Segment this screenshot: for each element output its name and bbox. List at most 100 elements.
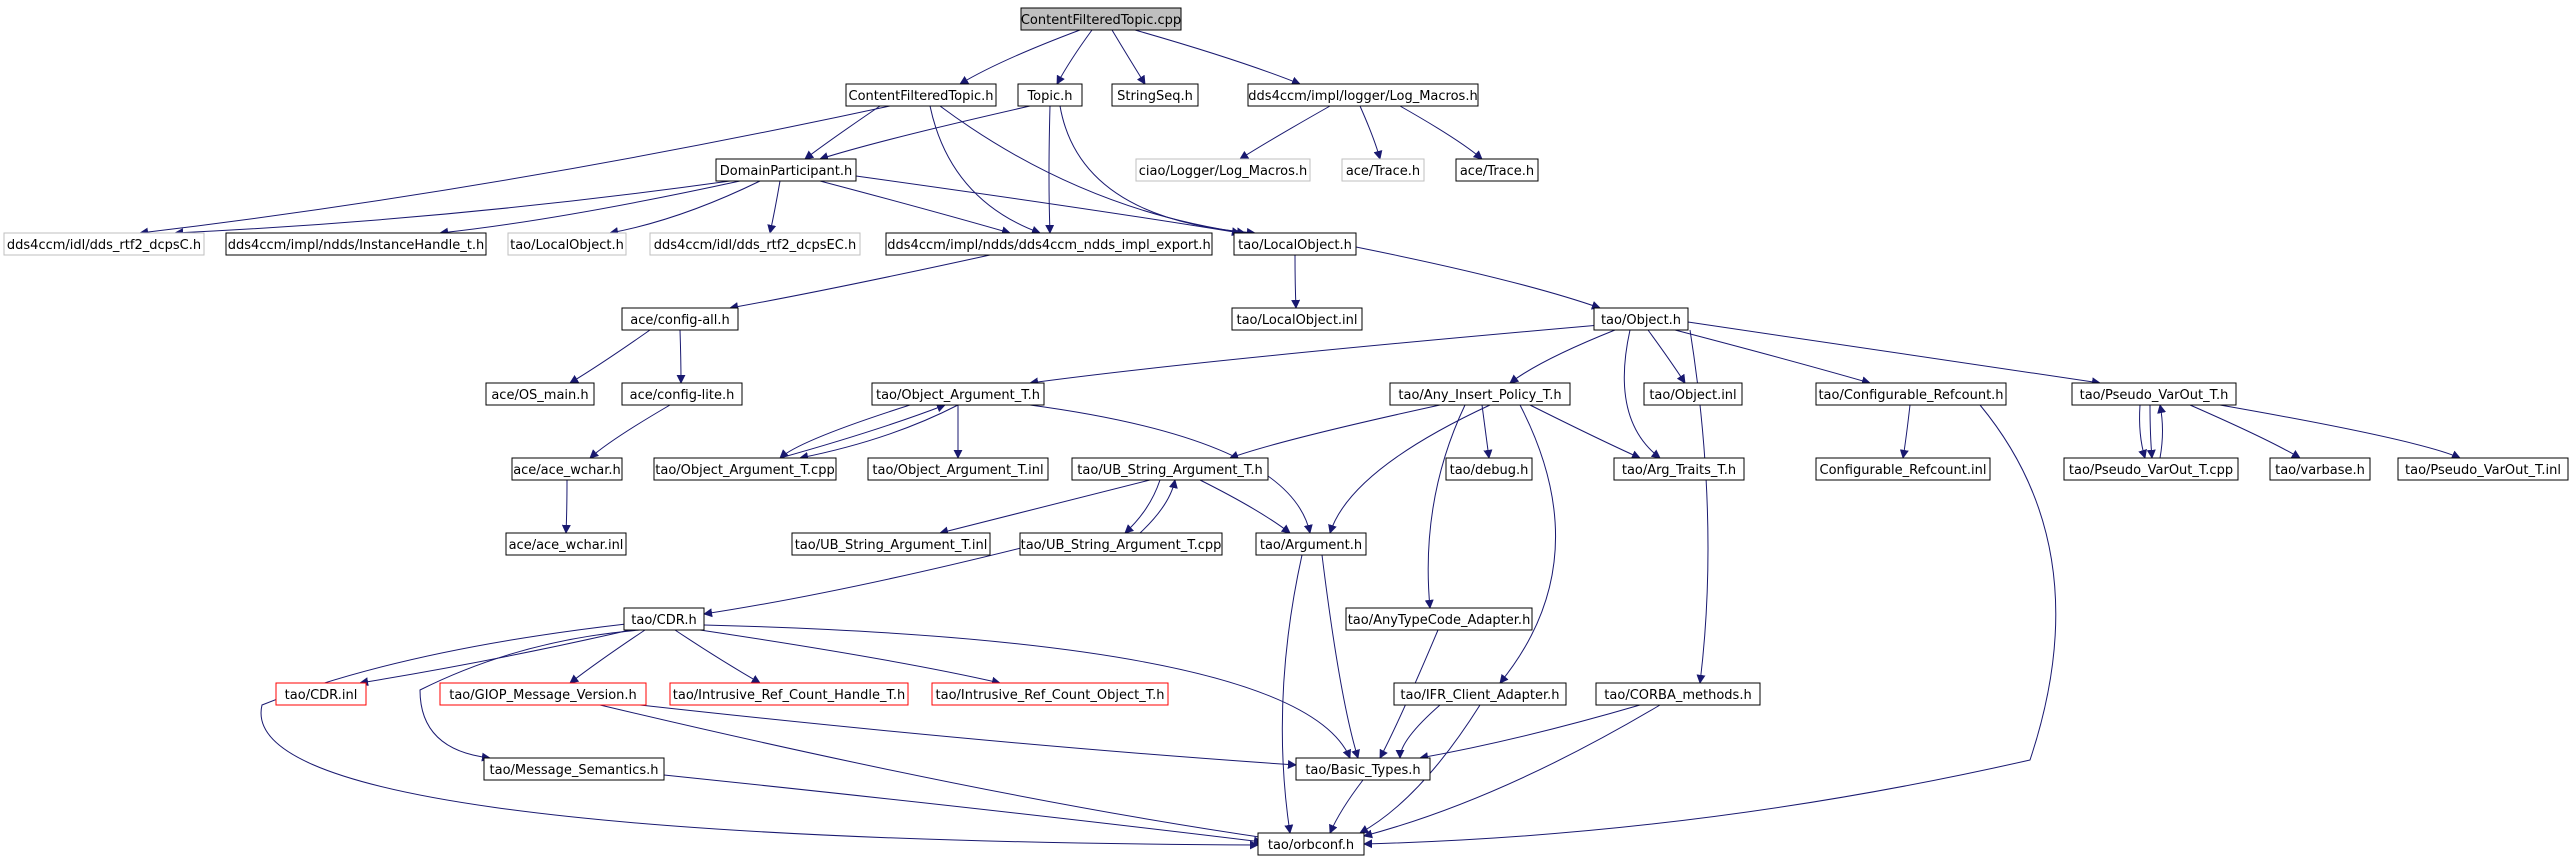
node-contentfilteredtopic-h[interactable]: ContentFilteredTopic.h — [845, 83, 997, 107]
dependency-edge — [1359, 105, 1383, 160]
dependency-edge — [703, 624, 1351, 759]
dependency-edge — [1029, 324, 1601, 387]
dependency-edge — [174, 180, 731, 238]
dependency-edge — [260, 623, 1259, 850]
svg-text:tao/Intrusive_Ref_Count_Handle: tao/Intrusive_Ref_Count_Handle_T.h — [673, 688, 905, 703]
node-tao-any-insert-policy-t-h[interactable]: tao/Any_Insert_Policy_T.h — [1389, 382, 1571, 406]
node-tao-orbconf-h[interactable]: tao/orbconf.h — [1257, 832, 1365, 856]
node-tao-localobject-grey[interactable]: tao/LocalObject.h — [507, 232, 627, 256]
svg-text:tao/LocalObject.h: tao/LocalObject.h — [510, 238, 624, 253]
node-tao-cdr-h[interactable]: tao/CDR.h — [623, 607, 705, 631]
dependency-edge — [779, 403, 946, 459]
node-ace-config-all-h[interactable]: ace/config-all.h — [621, 307, 739, 331]
node-tao-argument-h[interactable]: tao/Argument.h — [1255, 532, 1367, 556]
dependency-edges — [139, 29, 2461, 850]
node-tao-intrusive-ref-count-handle-t-h[interactable]: tao/Intrusive_Ref_Count_Handle_T.h — [669, 682, 909, 706]
svg-text:tao/orbconf.h: tao/orbconf.h — [1268, 838, 1354, 853]
node-log-macros-h[interactable]: dds4ccm/impl/logger/Log_Macros.h — [1247, 83, 1479, 107]
node-tao-configurable-refcount-h[interactable]: tao/Configurable_Refcount.h — [1815, 382, 2007, 406]
node-stringseq-h[interactable]: StringSeq.h — [1111, 83, 1199, 107]
node-tao-object-h[interactable]: tao/Object.h — [1593, 307, 1689, 331]
dependency-edge — [1355, 246, 1601, 310]
dependency-edge — [2219, 404, 2461, 459]
dependency-edge — [139, 105, 891, 237]
node-ndds-impl-export-h[interactable]: dds4ccm/impl/ndds/dds4ccm_ndds_impl_expo… — [885, 232, 1213, 256]
node-tao-ub-string-argument-t-h[interactable]: tao/UB_String_Argument_T.h — [1071, 457, 1269, 481]
dependency-edge — [2138, 404, 2147, 459]
svg-text:tao/Arg_Traits_T.h: tao/Arg_Traits_T.h — [1622, 463, 1736, 478]
node-tao-ifr-client-adapter-h[interactable]: tao/IFR_Client_Adapter.h — [1393, 682, 1567, 706]
svg-text:dds4ccm/impl/ndds/InstanceHand: dds4ccm/impl/ndds/InstanceHandle_t.h — [228, 238, 484, 253]
node-tao-pseudo-varout-t-h[interactable]: tao/Pseudo_VarOut_T.h — [2071, 382, 2237, 406]
dependency-edge — [855, 175, 1241, 237]
node-tao-giop-message-version-h[interactable]: tao/GIOP_Message_Version.h — [439, 682, 647, 706]
node-ace-wchar-inl[interactable]: ace/ace_wchar.inl — [505, 532, 627, 556]
svg-text:dds4ccm/idl/dds_rtf2_dcpsEC.h: dds4ccm/idl/dds_rtf2_dcpsEC.h — [654, 238, 856, 253]
dependency-edge — [561, 479, 571, 534]
node-configurable-refcount-inl[interactable]: Configurable_Refcount.inl — [1815, 457, 1991, 481]
node-ace-trace-h[interactable]: ace/Trace.h — [1455, 158, 1539, 182]
node-tao-object-argument-t-inl[interactable]: tao/Object_Argument_T.inl — [867, 457, 1049, 481]
svg-text:tao/Object_Argument_T.cpp: tao/Object_Argument_T.cpp — [655, 463, 834, 478]
dependency-edge — [1419, 704, 1641, 761]
node-tao-pseudo-varout-t-cpp[interactable]: tao/Pseudo_VarOut_T.cpp — [2063, 457, 2239, 481]
node-domainparticipant-h[interactable]: DomainParticipant.h — [715, 158, 857, 182]
dependency-edge — [1509, 329, 1616, 384]
node-tao-varbase-h[interactable]: tao/varbase.h — [2269, 457, 2371, 481]
svg-text:tao/Object_Argument_T.inl: tao/Object_Argument_T.inl — [872, 463, 1043, 478]
dependency-edge — [1281, 554, 1303, 834]
node-topic-h[interactable]: Topic.h — [1017, 83, 1083, 107]
dependency-edge — [779, 404, 911, 459]
node-contentfilteredtopic-cpp[interactable]: ContentFilteredTopic.cpp — [1020, 7, 1182, 31]
node-dds-rtf2-dcpsc-h[interactable]: dds4ccm/idl/dds_rtf2_dcpsC.h — [3, 232, 205, 256]
node-ace-config-lite-h[interactable]: ace/config-lite.h — [621, 382, 743, 406]
dependency-edge — [1199, 479, 1291, 534]
svg-text:Topic.h: Topic.h — [1026, 89, 1072, 104]
dependency-edge — [2146, 404, 2156, 459]
node-dds-rtf2-dcpsec-h[interactable]: dds4ccm/idl/dds_rtf2_dcpsEC.h — [649, 232, 861, 256]
dependency-edge — [676, 329, 686, 384]
svg-text:StringSeq.h: StringSeq.h — [1117, 89, 1193, 104]
dependency-edge — [1111, 29, 1146, 85]
node-tao-pseudo-varout-t-inl[interactable]: tao/Pseudo_VarOut_T.inl — [2397, 457, 2569, 481]
node-tao-object-inl[interactable]: tao/Object.inl — [1643, 382, 1743, 406]
node-tao-localobject-inl[interactable]: tao/LocalObject.inl — [1231, 307, 1363, 331]
svg-text:DomainParticipant.h: DomainParticipant.h — [720, 164, 852, 179]
dependency-edge — [419, 629, 641, 762]
node-instancehandle-t-h[interactable]: dds4ccm/impl/ndds/InstanceHandle_t.h — [225, 232, 487, 256]
dependency-edge — [1379, 629, 1439, 759]
node-tao-object-argument-t-cpp[interactable]: tao/Object_Argument_T.cpp — [653, 457, 837, 481]
node-tao-basic-types-h[interactable]: tao/Basic_Types.h — [1295, 757, 1431, 781]
node-tao-anytypecode-adapter-h[interactable]: tao/AnyTypeCode_Adapter.h — [1345, 607, 1533, 631]
node-tao-localobject-h[interactable]: tao/LocalObject.h — [1233, 232, 1357, 256]
node-ace-wchar-h[interactable]: ace/ace_wchar.h — [511, 457, 623, 481]
svg-text:ace/config-all.h: ace/config-all.h — [630, 313, 730, 328]
node-tao-ub-string-argument-t-inl[interactable]: tao/UB_String_Argument_T.inl — [791, 532, 991, 556]
node-ace-trace-grey[interactable]: ace/Trace.h — [1341, 158, 1425, 182]
dependency-edge — [929, 105, 1041, 235]
node-ciao-log-macros-h[interactable]: ciao/Logger/Log_Macros.h — [1135, 158, 1311, 182]
node-tao-object-argument-t-h[interactable]: tao/Object_Argument_T.h — [871, 382, 1045, 406]
dependency-edge — [1239, 105, 1331, 160]
node-tao-arg-traits-t-h[interactable]: tao/Arg_Traits_T.h — [1613, 457, 1745, 481]
node-tao-ub-string-argument-t-cpp[interactable]: tao/UB_String_Argument_T.cpp — [1019, 532, 1223, 556]
node-tao-debug-h[interactable]: tao/debug.h — [1445, 457, 1533, 481]
svg-text:tao/LocalObject.h: tao/LocalObject.h — [1238, 238, 1352, 253]
svg-text:dds4ccm/impl/logger/Log_Macros: dds4ccm/impl/logger/Log_Macros.h — [1248, 89, 1477, 104]
dependency-edge — [1363, 404, 2057, 849]
dependency-edge — [1499, 404, 1557, 684]
svg-text:ContentFilteredTopic.h: ContentFilteredTopic.h — [849, 89, 994, 104]
node-tao-corba-methods-h[interactable]: tao/CORBA_methods.h — [1595, 682, 1761, 706]
node-tao-intrusive-ref-count-object-t-h[interactable]: tao/Intrusive_Ref_Count_Object_T.h — [931, 682, 1169, 706]
node-tao-message-semantics-h[interactable]: tao/Message_Semantics.h — [483, 757, 665, 781]
dependency-edge — [569, 629, 646, 684]
dependency-edge — [819, 105, 1031, 161]
dependency-edge — [1899, 404, 1911, 459]
svg-text:tao/LocalObject.inl: tao/LocalObject.inl — [1236, 313, 1357, 328]
dependency-edge — [959, 29, 1081, 85]
dependency-edge — [1291, 254, 1301, 309]
svg-text:tao/Any_Insert_Policy_T.h: tao/Any_Insert_Policy_T.h — [1398, 388, 1561, 403]
node-tao-cdr-inl[interactable]: tao/CDR.inl — [275, 682, 367, 706]
dependency-edge — [1045, 105, 1055, 234]
node-ace-os-main-h[interactable]: ace/OS_main.h — [485, 382, 595, 406]
